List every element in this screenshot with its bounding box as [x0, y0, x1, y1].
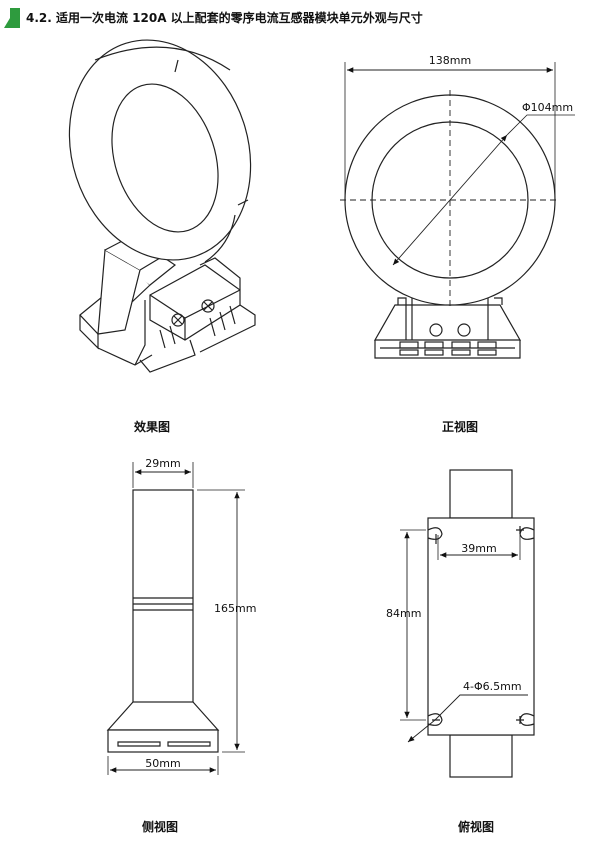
- side-height-label: 165mm: [214, 602, 256, 615]
- effect-view-caption: 效果图: [134, 420, 171, 434]
- top-view-caption: 俯视图: [458, 820, 495, 834]
- section-header: 4.2. 适用一次电流 120A 以上配套的零序电流互感器模块单元外观与尺寸: [0, 0, 600, 30]
- side-view-drawing: [106, 462, 245, 775]
- side-view-caption: 侧视图: [142, 820, 179, 834]
- section-title: 4.2. 适用一次电流 120A 以上配套的零序电流互感器模块单元外观与尺寸: [26, 11, 423, 25]
- top-view-drawing: [400, 469, 535, 778]
- top-hole-spacing-label: 39mm: [461, 542, 496, 555]
- front-view-caption: 正视图: [442, 420, 479, 434]
- effect-view-drawing: [68, 39, 256, 373]
- side-top-width-label: 29mm: [145, 457, 180, 470]
- green-flag-tip: [4, 8, 16, 28]
- front-view-drawing: [340, 62, 575, 359]
- side-base-width-label: 50mm: [145, 757, 180, 770]
- front-diameter-label: Φ104mm: [522, 101, 573, 114]
- front-width-label: 138mm: [429, 54, 471, 67]
- top-length-label: 84mm: [386, 607, 421, 620]
- top-hole-label: 4-Φ6.5mm: [463, 680, 522, 693]
